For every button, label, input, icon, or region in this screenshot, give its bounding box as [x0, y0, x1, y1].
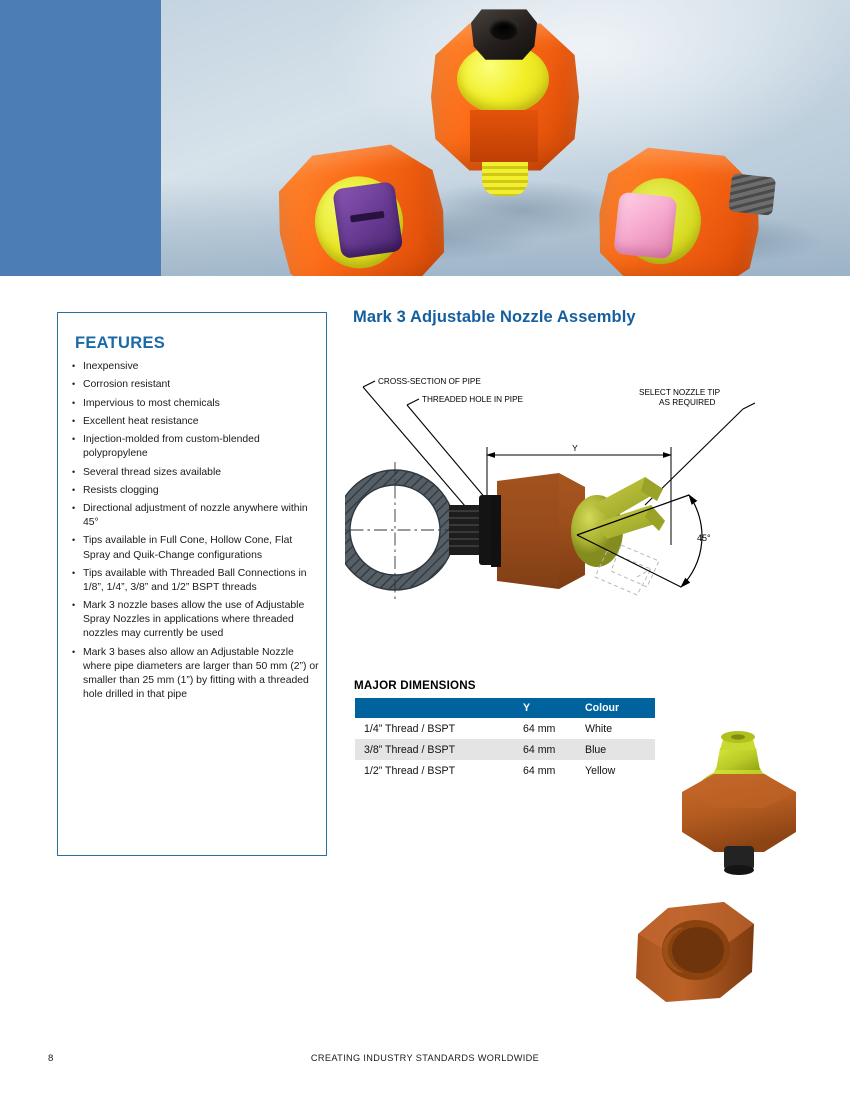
label-select-nozzle-tip: SELECT NOZZLE TIP: [639, 388, 721, 397]
list-item: Corrosion resistant: [72, 377, 320, 392]
list-item: Resists clogging: [72, 483, 320, 498]
cell-y: 64 mm: [523, 764, 556, 777]
table-row: 3/8” Thread / BSPT 64 mm Blue: [355, 739, 655, 760]
major-dimensions-heading: MAJOR DIMENSIONS: [354, 679, 476, 692]
list-item: Tips available in Full Cone, Hollow Cone…: [72, 533, 320, 562]
nozzle-body: [491, 473, 585, 589]
label-angle-45: 45°: [697, 533, 711, 543]
list-item: Tips available with Threaded Ball Connec…: [72, 566, 320, 595]
angle-annotation: [576, 494, 703, 588]
column-header-colour: Colour: [585, 698, 655, 718]
label-threaded-hole-in-pipe: THREADED HOLE IN PIPE: [422, 395, 524, 404]
column-header-spec: [355, 698, 523, 718]
cell-y: 64 mm: [523, 743, 556, 756]
header-product-photo: [161, 0, 850, 276]
photo-nozzle-center: [431, 9, 579, 196]
product-render-assembly: [682, 731, 796, 875]
list-item: Impervious to most chemicals: [72, 396, 320, 411]
header-blue-block: [0, 0, 161, 276]
photo-nozzle-right: [592, 142, 777, 276]
list-item: Injection-molded from custom-blended pol…: [72, 432, 320, 461]
label-as-required: AS REQUIRED: [659, 398, 716, 407]
cell-colour: Yellow: [585, 764, 616, 777]
cell-spec: 1/4” Thread / BSPT: [364, 722, 456, 735]
list-item: Mark 3 nozzle bases allow the use of Adj…: [72, 598, 320, 641]
technical-diagram: CROSS-SECTION OF PIPE THREADED HOLE IN P…: [345, 355, 825, 655]
page-number: 8: [48, 1053, 54, 1064]
cell-colour: White: [585, 722, 613, 735]
list-item: Several thread sizes available: [72, 464, 320, 480]
product-render-nut: [636, 902, 754, 1002]
header-banner: [0, 0, 850, 276]
nozzle-ball-and-tips: [571, 477, 665, 567]
label-dimension-y: Y: [572, 443, 578, 453]
cell-colour: Blue: [585, 743, 607, 756]
nozzle-center-face: [470, 110, 538, 162]
label-cross-section-of-pipe: CROSS-SECTION OF PIPE: [378, 377, 481, 386]
table-row: 1/2” Thread / BSPT 64 mm Yellow: [355, 760, 655, 781]
list-item: Directional adjustment of nozzle anywher…: [72, 501, 320, 530]
nozzle-yellow-thread: [482, 162, 528, 196]
major-dimensions-table: Y Colour 1/4” Thread / BSPT 64 mm White …: [355, 698, 655, 781]
footer-tagline: CREATING INDUSTRY STANDARDS WORLDWIDE: [310, 1053, 540, 1063]
column-header-y: Y: [523, 698, 585, 718]
cell-y: 64 mm: [523, 722, 556, 735]
product-render-group: [620, 728, 850, 1018]
table-header-row: Y Colour: [355, 698, 655, 718]
list-item: Mark 3 bases also allow an Adjustable No…: [72, 645, 320, 702]
nozzle-pink-tip: [613, 191, 678, 260]
nozzle-cap-bore: [489, 18, 519, 40]
features-heading: FEATURES: [75, 334, 166, 352]
features-list: Inexpensive Corrosion resistant Impervio…: [72, 359, 320, 706]
cell-spec: 3/8” Thread / BSPT: [364, 743, 456, 756]
cell-spec: 1/2” Thread / BSPT: [364, 764, 456, 777]
table-row: 1/4” Thread / BSPT 64 mm White: [355, 718, 655, 739]
page-title: Mark 3 Adjustable Nozzle Assembly: [353, 308, 636, 326]
list-item: Excellent heat resistance: [72, 414, 320, 429]
nozzle-gray-thread: [728, 173, 777, 216]
nozzle-tip-ghost-position: [594, 544, 660, 596]
photo-nozzle-left: [270, 137, 454, 276]
list-item: Inexpensive: [72, 359, 320, 374]
